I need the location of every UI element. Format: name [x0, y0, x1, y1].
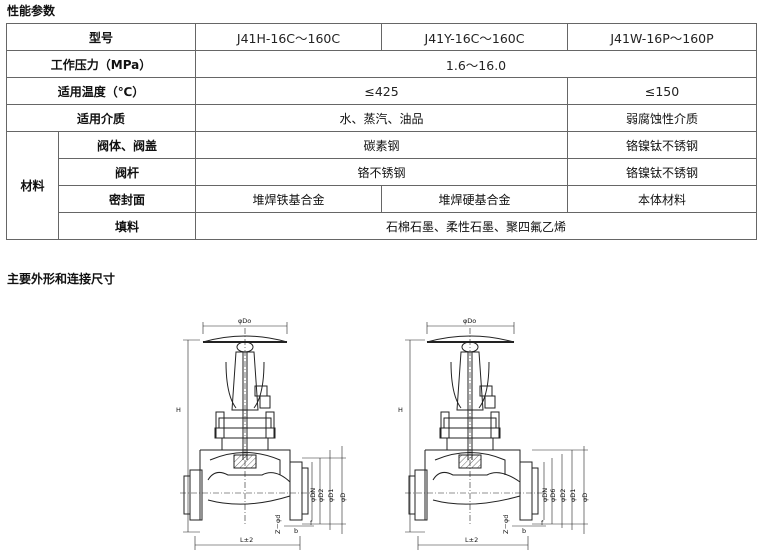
pressure-label: 工作压力（MPa） — [5, 50, 197, 78]
dimension-labels-left: φDo H φDN φD2 φD1 φD f b Z－φd L±2 — [176, 317, 347, 544]
stem-value-1: 铬不锈钢 — [195, 158, 569, 186]
seal-label: 密封面 — [57, 185, 197, 213]
label-b-left: b — [294, 527, 298, 535]
label-d-left: φD — [339, 493, 347, 502]
medium-value-2: 弱腐蚀性介质 — [567, 104, 758, 132]
table-row-body: 材料 阀体、阀盖 碳素钢 铬镍钛不锈钢 — [6, 131, 758, 240]
temperature-value-1: ≤425 — [195, 77, 569, 105]
model-label: 型号 — [5, 23, 197, 51]
table-row-medium: 适用介质 水、蒸汽、油品 弱腐蚀性介质 — [5, 104, 758, 132]
dimensions-section-title: 主要外形和连接尺寸 — [7, 272, 116, 286]
seal-value-3: 本体材料 — [567, 185, 758, 213]
stem-label: 阀杆 — [57, 158, 197, 186]
table-row-model: 型号 J41H-16C～160C J41Y-16C～160C J41W-16P～… — [5, 23, 758, 51]
packing-value: 石棉石墨、柔性石墨、聚四氟乙烯 — [195, 212, 758, 240]
label-f-left: f — [310, 519, 313, 527]
packing-label: 填料 — [57, 212, 197, 240]
pressure-value: 1.6～16.0 — [195, 50, 758, 78]
stem-value-2: 铬镍钛不锈钢 — [567, 158, 758, 186]
label-do-right: φDo — [463, 317, 476, 325]
label-z-right: Z－φd — [502, 515, 510, 534]
material-label: 材料 — [6, 131, 59, 240]
table-row-stem: 阀杆 铬不锈钢 铬镍钛不锈钢 — [7, 158, 758, 186]
label-h-right: H — [398, 406, 403, 414]
performance-section-title: 性能参数 — [7, 4, 56, 18]
seal-value-1: 堆焊铁基合金 — [195, 185, 383, 213]
label-h-left: H — [176, 406, 181, 414]
valve-drawings: φDo H φDN φD2 φD1 φD f b Z－φd L±2 — [176, 317, 589, 550]
label-d2-right: φD2 — [559, 489, 567, 502]
body-value-2: 铬镍钛不锈钢 — [567, 131, 758, 159]
seal-value-2: 堆焊硬基合金 — [381, 185, 569, 213]
medium-label: 适用介质 — [5, 104, 197, 132]
table-row-pressure: 工作压力（MPa） 1.6～16.0 — [5, 50, 758, 78]
dimension-lines-right — [405, 322, 588, 550]
model-w: J41W-16P～160P — [567, 23, 758, 51]
valve-drawing-left — [180, 328, 315, 525]
label-d1-left: φD1 — [327, 489, 335, 502]
label-b-right: b — [522, 527, 526, 535]
table-row-packing: 填料 石棉石墨、柔性石墨、聚四氟乙烯 — [7, 212, 758, 240]
model-y: J41Y-16C～160C — [381, 23, 569, 51]
label-f-right: f — [541, 519, 544, 527]
label-d2-left: φD2 — [317, 489, 325, 502]
label-z-left: Z－φd — [274, 515, 282, 534]
medium-value-1: 水、蒸汽、油品 — [195, 104, 569, 132]
label-d6-right: φD6 — [549, 489, 557, 502]
dimension-lines-left — [183, 322, 346, 550]
label-l-left: L±2 — [240, 536, 253, 544]
performance-table: 型号 J41H-16C～160C J41Y-16C～160C J41W-16P～… — [5, 23, 758, 240]
temperature-value-2: ≤150 — [567, 77, 758, 105]
table-row-temperature: 适用温度（℃） ≤425 ≤150 — [5, 77, 758, 105]
label-l-right: L±2 — [465, 536, 478, 544]
label-dn-left: φDN — [309, 488, 317, 502]
table-row-seal: 密封面 堆焊铁基合金 堆焊硬基合金 本体材料 — [7, 185, 758, 213]
dimension-labels-right: φDo H φDN φD6 φD2 φD1 φD f b Z－φd L±2 — [398, 317, 589, 544]
label-dn-right: φDN — [541, 488, 549, 502]
temperature-label: 适用温度（℃） — [5, 77, 197, 105]
body-label: 阀体、阀盖 — [57, 131, 197, 159]
label-do-left: φDo — [238, 317, 251, 325]
body-value-1: 碳素钢 — [195, 131, 569, 159]
model-h: J41H-16C～160C — [195, 23, 383, 51]
label-d-right: φD — [581, 493, 589, 502]
label-d1-right: φD1 — [569, 489, 577, 502]
valve-drawing-right — [405, 328, 545, 525]
